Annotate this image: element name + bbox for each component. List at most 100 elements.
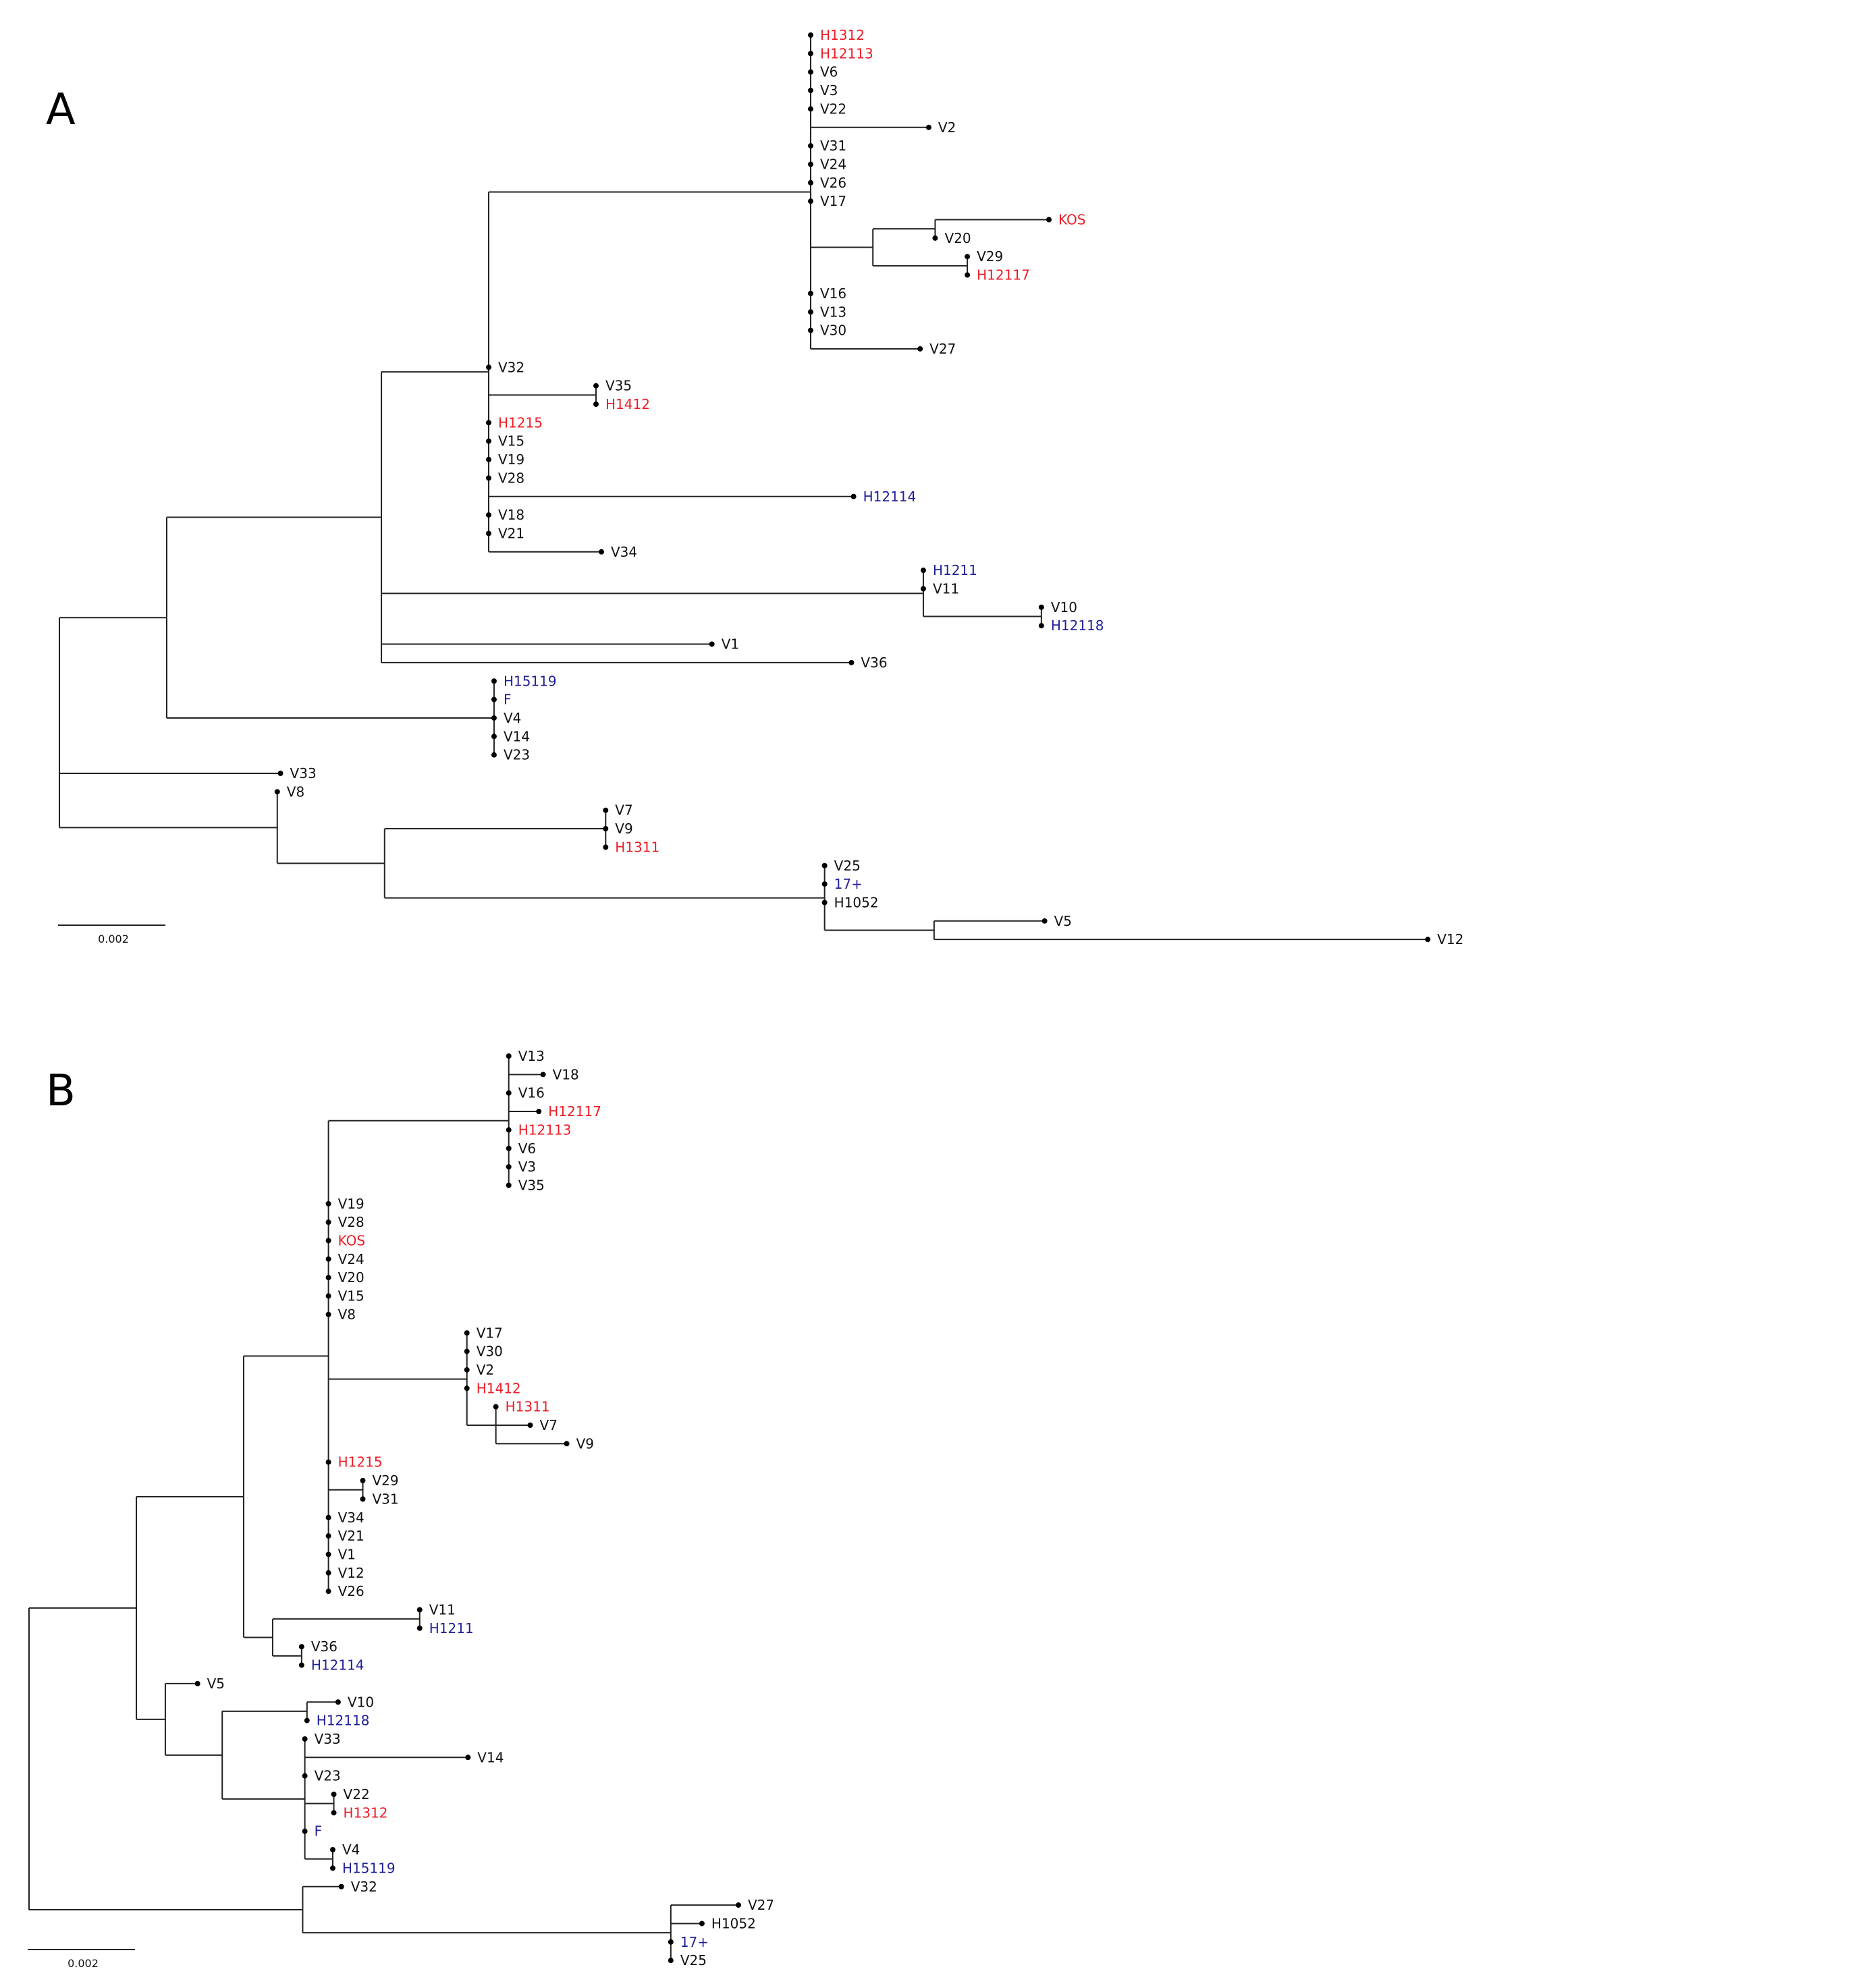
taxon-label: V30: [820, 323, 846, 339]
leaf-node: [325, 1533, 331, 1539]
leaf-node: [808, 309, 813, 315]
taxon-label: V25: [680, 1952, 707, 1968]
leaf-node: [506, 1053, 512, 1059]
leaf-node: [536, 1109, 542, 1115]
leaf-node: [325, 1514, 331, 1520]
taxon-label: H12118: [317, 1713, 370, 1729]
leaf-node: [564, 1441, 570, 1447]
taxon-label: V11: [933, 581, 959, 597]
scale-bar-label: 0.002: [67, 1957, 99, 1970]
leaf-node: [325, 1293, 331, 1299]
leaf-node: [1041, 918, 1048, 924]
taxon-label: KOS: [338, 1233, 365, 1249]
taxon-label: V33: [315, 1731, 341, 1747]
leaf-node: [325, 1219, 331, 1225]
taxon-label: H12114: [863, 489, 917, 505]
leaf-node: [965, 272, 971, 278]
taxon-label: H15119: [342, 1860, 396, 1876]
leaf-node: [540, 1072, 546, 1078]
leaf-node: [464, 1385, 470, 1391]
taxon-label: KOS: [1058, 212, 1085, 228]
taxon-label: V36: [861, 655, 887, 671]
leaf-node: [506, 1127, 512, 1133]
leaf-node: [925, 124, 931, 130]
taxon-label: V12: [1437, 931, 1463, 947]
leaf-node: [808, 32, 813, 38]
leaf-node: [603, 807, 609, 813]
leaf-node: [593, 383, 599, 389]
leaf-node: [325, 1311, 331, 1317]
taxon-label: H1052: [834, 894, 879, 910]
taxon-label: V16: [820, 285, 846, 302]
taxon-label: V25: [834, 858, 861, 874]
leaf-node: [329, 1865, 335, 1871]
leaf-node: [416, 1607, 423, 1613]
leaf-node: [506, 1164, 512, 1170]
taxon-label: V10: [348, 1694, 374, 1710]
leaf-node: [593, 402, 599, 407]
taxon-label: V18: [498, 507, 524, 523]
taxon-label: V19: [338, 1196, 364, 1212]
taxon-label: V34: [611, 544, 637, 560]
taxon-label: V8: [338, 1306, 356, 1323]
leaf-node: [821, 881, 828, 887]
leaf-node: [486, 438, 491, 444]
taxon-label: V15: [498, 433, 524, 449]
taxon-label: H1211: [933, 562, 977, 578]
taxon-label: V4: [504, 710, 521, 726]
panel-a-scale-bar: 0.002: [58, 924, 165, 945]
leaf-node: [1038, 623, 1044, 629]
panel-a-letter: A: [46, 85, 76, 135]
leaf-node: [932, 235, 938, 241]
taxon-label: V24: [820, 156, 846, 172]
leaf-node: [527, 1423, 533, 1428]
leaf-node: [304, 1717, 310, 1723]
leaf-node: [360, 1478, 366, 1484]
taxon-label: V19: [498, 451, 524, 468]
taxon-label: V26: [820, 175, 846, 191]
taxon-label: V36: [311, 1638, 337, 1655]
taxon-label: V22: [344, 1786, 370, 1802]
taxon-label: H1311: [506, 1399, 550, 1415]
leaf-node: [808, 290, 813, 296]
taxon-label: V8: [287, 783, 304, 800]
taxon-label: V35: [605, 378, 632, 394]
leaf-node: [360, 1496, 366, 1502]
leaf-node: [920, 586, 926, 592]
taxon-label: V13: [820, 304, 846, 320]
leaf-node: [808, 69, 813, 75]
leaf-node: [298, 1662, 304, 1668]
taxon-label: V26: [338, 1583, 364, 1599]
taxon-label: V7: [615, 802, 632, 819]
leaf-node: [194, 1680, 200, 1686]
leaf-node: [331, 1810, 337, 1816]
taxon-label: F: [504, 692, 512, 708]
leaf-node: [302, 1773, 308, 1779]
taxon-label: H1311: [615, 839, 659, 855]
taxon-label: H1211: [429, 1620, 474, 1636]
leaf-node: [464, 1348, 470, 1354]
leaf-node: [506, 1182, 512, 1188]
taxon-label: V22: [820, 101, 846, 117]
leaf-node: [277, 771, 283, 776]
scale-bar-label: 0.002: [98, 933, 129, 945]
taxon-label: V6: [820, 64, 838, 80]
panel-a-tree: H1312H12113V6V3V22V2V31V24V26V17KOSV20V2…: [59, 27, 1463, 947]
taxon-label: V21: [498, 525, 524, 541]
leaf-node: [491, 734, 497, 740]
leaf-node: [735, 1902, 741, 1908]
taxon-label: H12117: [977, 267, 1030, 283]
leaf-node: [486, 364, 491, 370]
leaf-node: [506, 1145, 512, 1151]
leaf-node: [603, 826, 609, 832]
taxon-label: V35: [518, 1177, 545, 1193]
taxon-label: H1312: [820, 27, 865, 43]
leaf-node: [338, 1883, 344, 1889]
taxon-label: H1412: [605, 396, 650, 412]
leaf-node: [325, 1551, 331, 1557]
taxon-label: V21: [338, 1528, 364, 1544]
leaf-node: [808, 51, 813, 57]
taxon-label: H1052: [711, 1915, 756, 1931]
taxon-label: F: [315, 1823, 323, 1840]
taxon-label: V17: [477, 1325, 503, 1341]
